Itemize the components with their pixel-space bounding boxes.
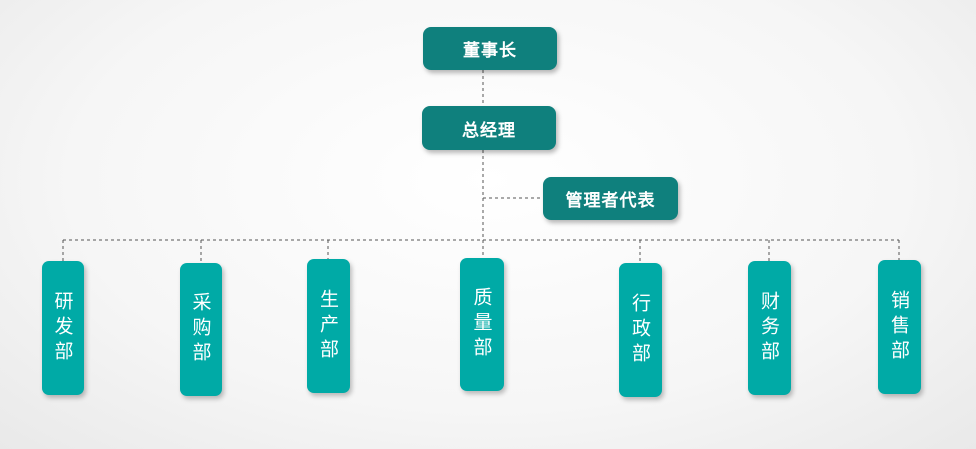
dept-production-label: 生产部 [317, 288, 339, 364]
dept-quality-box: 质量部 [460, 258, 504, 391]
chairman-box: 董事长 [423, 27, 557, 70]
dept-quality-label: 质量部 [470, 287, 493, 362]
dept-admin-label: 行政部 [629, 292, 651, 368]
dept-rd-label: 研发部 [51, 290, 74, 366]
dept-purchasing-box: 采购部 [180, 263, 222, 396]
dept-rd-box: 研发部 [42, 261, 84, 395]
dept-admin-box: 行政部 [619, 263, 662, 397]
management-rep-box: 管理者代表 [543, 177, 678, 220]
general-manager-box: 总经理 [422, 106, 556, 150]
dept-sales-box: 销售部 [878, 260, 921, 394]
dept-finance-label: 财务部 [758, 290, 780, 366]
dept-finance-box: 财务部 [748, 261, 791, 395]
dept-production-box: 生产部 [307, 259, 350, 393]
management-rep-label: 管理者代表 [565, 191, 656, 211]
chairman-label: 董事长 [463, 41, 517, 61]
dept-purchasing-label: 采购部 [189, 292, 212, 367]
general-manager-label: 总经理 [462, 120, 516, 141]
dept-sales-label: 销售部 [888, 289, 910, 365]
